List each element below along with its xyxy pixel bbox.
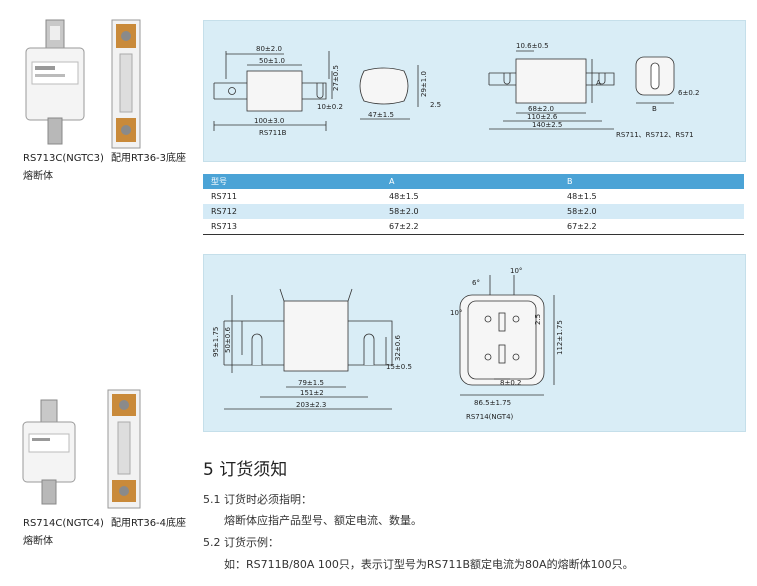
dim-6: 6±0.2 <box>678 89 699 97</box>
table-header-row: 型号 A B <box>203 174 744 189</box>
dim-b: B <box>652 105 657 113</box>
dim-27: 27±0.5 <box>332 65 340 91</box>
dim-50-b: 50±0.6 <box>224 327 232 353</box>
section-title-ordering: 5 订货须知 <box>203 460 288 480</box>
cell-model: RS712 <box>203 204 381 219</box>
table-row: RS712 58±2.0 58±2.0 <box>203 204 744 219</box>
angle-10-top: 10° <box>510 267 522 275</box>
table-row: RS711 48±1.5 48±1.5 <box>203 189 744 204</box>
col-header-b: B <box>559 174 744 189</box>
product-1-base-note: 配用RT36-3底座 <box>111 153 187 164</box>
dim-10: 10±0.2 <box>317 103 343 111</box>
product-1-model: RS713C(NGTC3) <box>23 153 104 164</box>
dim-79: 79±1.5 <box>298 379 324 387</box>
dim-50: 50±1.0 <box>259 57 285 65</box>
spec-table: 型号 A B RS711 48±1.5 48±1.5 RS712 58±2.0 … <box>203 174 744 235</box>
dim-15: 15±0.5 <box>386 363 412 371</box>
section-5-2-heading: 5.2 订货示例： <box>203 536 279 549</box>
dim-29: 29±1.0 <box>420 71 428 97</box>
dim-2-5-top: 2.5 <box>430 101 441 109</box>
col-header-a: A <box>381 174 559 189</box>
top-dimension-diagram: 80±2.0 50±1.0 100±3.0 10±0.2 27±0.5 RS71… <box>203 20 746 162</box>
fuse-photo-rs714c <box>20 398 78 508</box>
product-2-kind: 熔断体 <box>23 536 53 547</box>
dim-2-5-bottom: 2.5 <box>534 314 542 325</box>
dim-112: 112±1.75 <box>556 320 564 355</box>
cell-a: 48±1.5 <box>389 192 419 201</box>
label-rs711b: RS711B <box>259 129 287 137</box>
section-5-2-body: 如：RS711B/80A 100只，表示订型号为RS711B额定电流为80A的熔… <box>224 558 634 571</box>
dim-100: 100±3.0 <box>254 117 284 125</box>
dim-80: 80±2.0 <box>256 45 282 53</box>
fuse-photo-rs713c <box>22 18 88 148</box>
dim-8: 8±0.2 <box>500 379 521 387</box>
dim-110: 110±2.6 <box>527 113 558 121</box>
dim-a: A <box>596 79 601 87</box>
bottom-dimension-diagram: 95±1.75 50±0.6 32±0.6 15±0.5 79±1.5 151±… <box>203 254 746 432</box>
dim-68: 68±2.0 <box>528 105 554 113</box>
dim-10-6: 10.6±0.5 <box>516 42 549 50</box>
product-2-model: RS714C(NGTC4) <box>23 518 104 529</box>
angle-10-side: 10° <box>450 309 462 317</box>
label-rs711-series: RS711、RS712、RS71 <box>616 131 694 139</box>
cell-b: 48±1.5 <box>567 192 597 201</box>
section-5-1-heading: 5.1 订货时必须指明： <box>203 493 312 506</box>
label-rs714: RS714(NGT4) <box>466 413 514 421</box>
cell-b: 58±2.0 <box>559 204 744 219</box>
cell-b: 67±2.2 <box>559 219 744 235</box>
base-photo-rt36-4 <box>100 384 150 514</box>
dim-151: 151±2 <box>300 389 324 397</box>
dim-86-5: 86.5±1.75 <box>474 399 511 407</box>
product-1-kind: 熔断体 <box>23 171 53 182</box>
cell-model: RS713 <box>203 219 381 235</box>
dim-203: 203±2.3 <box>296 401 326 409</box>
cell-model: RS711 <box>211 192 237 201</box>
cell-a: 67±2.2 <box>381 219 559 235</box>
base-photo-rt36-3 <box>104 14 150 154</box>
section-5-1-body: 熔断体应指产品型号、额定电流、数量。 <box>224 514 422 527</box>
dim-47: 47±1.5 <box>368 111 394 119</box>
table-row: RS713 67±2.2 67±2.2 <box>203 219 744 235</box>
product-2-base-note: 配用RT36-4底座 <box>111 518 187 529</box>
dim-32: 32±0.6 <box>394 335 402 361</box>
cell-a: 58±2.0 <box>381 204 559 219</box>
col-header-model: 型号 <box>203 174 381 189</box>
dim-95: 95±1.75 <box>212 327 220 357</box>
dim-140: 140±2.5 <box>532 121 562 129</box>
angle-6: 6° <box>472 279 480 287</box>
